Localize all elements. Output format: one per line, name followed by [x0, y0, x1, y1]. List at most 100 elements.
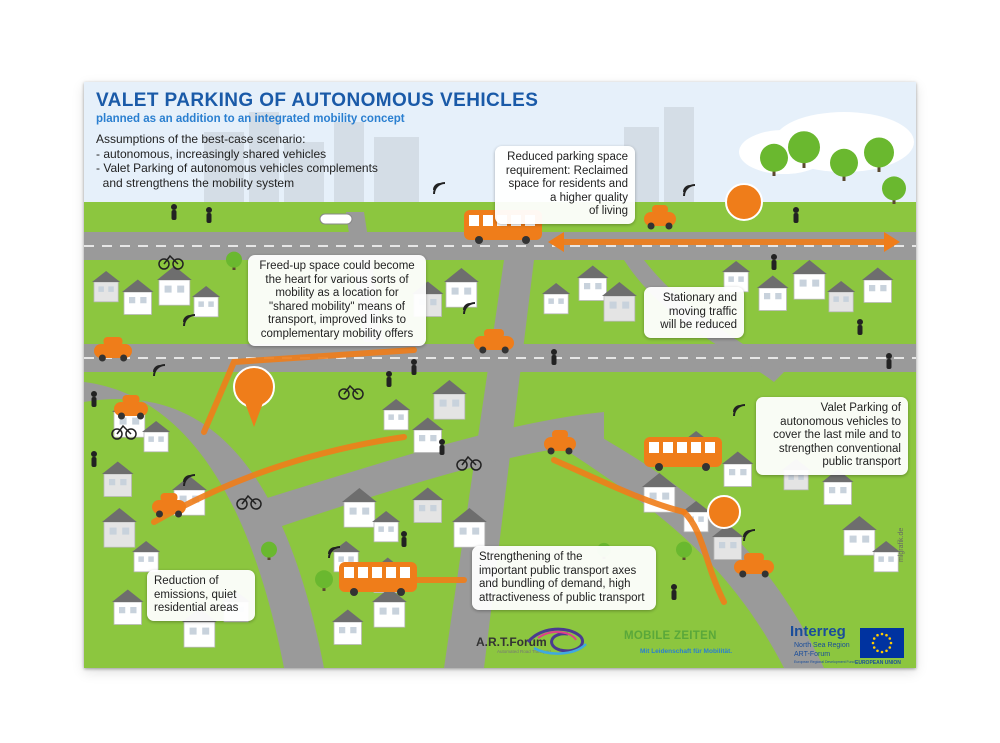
bus-window	[677, 442, 687, 453]
car-wheel	[565, 447, 573, 455]
house-icon	[102, 461, 134, 497]
car-wheel	[98, 354, 106, 362]
signal-icon	[183, 314, 196, 327]
house-roof	[792, 260, 827, 274]
callout-reduced-parking: Reduced parking space requirement: Recla…	[495, 146, 635, 224]
house-icon	[132, 541, 161, 573]
poster-title: VALET PARKING OF AUTONOMOUS VEHICLES	[96, 90, 539, 111]
pedestrian-icon	[886, 353, 892, 369]
tree-crown	[760, 143, 788, 172]
house-window	[392, 607, 400, 615]
tree-crown	[788, 131, 820, 164]
house-roof	[372, 511, 401, 522]
interreg-region: North Sea Region	[794, 642, 850, 649]
house-wall	[603, 295, 636, 322]
house-window	[849, 535, 857, 543]
house-window	[730, 542, 737, 549]
callout-line: emissions, quiet	[154, 588, 237, 601]
car-wheel	[547, 447, 555, 455]
house-window	[398, 414, 404, 420]
person-head	[771, 254, 777, 260]
assumption-line: - Valet Parking of autonomous vehicles c…	[96, 161, 378, 175]
house-icon	[642, 473, 677, 513]
bike-frame	[241, 494, 257, 505]
house-wall	[793, 273, 826, 300]
house-window	[799, 279, 807, 287]
car-cabin	[552, 430, 568, 439]
callout-line: the heart for various sorts of	[265, 273, 409, 286]
valet-route-arrow	[681, 509, 727, 605]
house-wall	[123, 291, 152, 315]
road-segment	[254, 412, 604, 532]
tree-icon	[261, 541, 277, 560]
signal-icon	[733, 404, 746, 417]
mobility-hub-marker	[707, 495, 741, 529]
car-cabin	[103, 337, 123, 346]
tree-icon	[760, 143, 788, 176]
car-wheel	[137, 412, 145, 420]
tree-crown	[315, 570, 333, 589]
person-head	[671, 584, 677, 590]
eu-star	[889, 641, 893, 645]
arrow-head	[548, 232, 564, 252]
person-body	[793, 213, 799, 223]
house-wall	[113, 601, 142, 625]
house-wall	[863, 279, 892, 303]
tree-crown	[882, 176, 906, 201]
person-body	[411, 365, 417, 375]
person-head	[386, 371, 392, 377]
house-window	[430, 299, 437, 306]
tree-icon	[788, 131, 820, 168]
car-cabin	[160, 493, 178, 502]
house-window	[451, 287, 459, 295]
house-roof	[342, 488, 377, 502]
tree-icon	[882, 176, 906, 204]
house-window	[558, 298, 564, 304]
callout-line: transport, improved links to	[267, 314, 407, 326]
bus-wheel	[475, 236, 483, 244]
house-icon	[452, 508, 487, 548]
house-roof	[412, 487, 444, 500]
house-wall	[333, 621, 362, 645]
bike-wheel	[125, 428, 137, 440]
callout-line: "shared mobility" means of	[268, 300, 405, 313]
house-roof	[192, 286, 221, 297]
house-icon	[122, 279, 154, 315]
tree-icon	[226, 251, 242, 270]
callout-line: of living	[589, 205, 628, 217]
house-roof	[332, 609, 364, 622]
bus-window	[344, 567, 354, 578]
house-roof	[157, 266, 192, 280]
house-wall	[383, 409, 409, 431]
bicycle-icon	[158, 254, 184, 270]
signal-icon	[743, 529, 756, 542]
bus-window	[705, 442, 715, 453]
house-icon	[827, 281, 856, 313]
car-body	[114, 402, 148, 416]
house-window	[869, 285, 876, 292]
artforum-logo-subtitle: Automated Road Transport	[497, 649, 552, 654]
car-cabin	[122, 395, 140, 404]
tree-crown	[864, 137, 894, 168]
house-window	[198, 301, 204, 307]
house-window	[452, 399, 460, 407]
signal-icon	[328, 546, 341, 559]
house-icon	[157, 266, 192, 306]
house-window	[812, 279, 820, 287]
callout-line: Reduction of	[154, 575, 219, 587]
house-wall	[183, 621, 216, 648]
house-window	[350, 627, 357, 634]
house-roof	[542, 283, 571, 294]
house-wall	[873, 551, 899, 573]
car-wheel	[647, 222, 655, 230]
house-roof	[712, 524, 744, 537]
valet-route-arrow	[551, 457, 687, 515]
bus-window	[358, 567, 368, 578]
house-icon	[332, 609, 364, 645]
person-body	[386, 377, 392, 387]
arrow-head	[884, 232, 900, 252]
pedestrian-icon	[206, 207, 212, 223]
person-head	[793, 207, 799, 213]
house-wall	[413, 499, 442, 523]
bus-window	[469, 215, 479, 226]
